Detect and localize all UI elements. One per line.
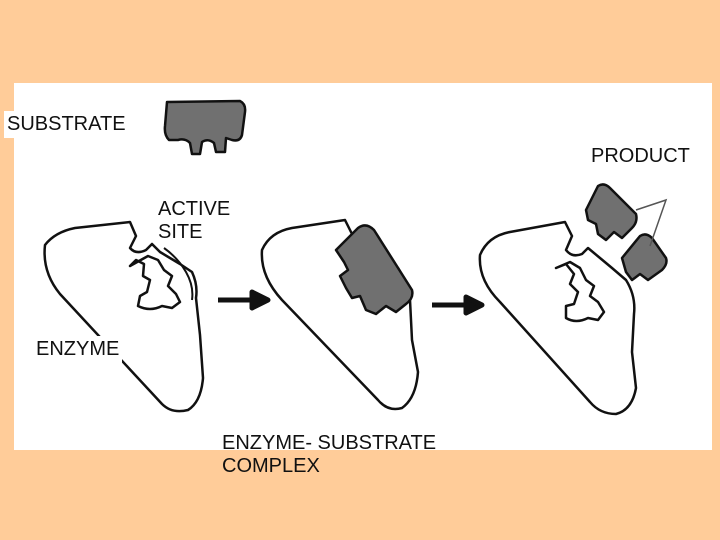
product-1-shape <box>584 183 638 242</box>
enzyme-label: ENZYME <box>33 336 123 363</box>
active-site-label: ACTIVE SITE <box>158 198 231 243</box>
product-pointer <box>635 198 668 247</box>
enzyme-2-shape <box>260 218 420 411</box>
enzyme-substrate-complex-label: ENZYME- SUBSTRATE COMPLEX <box>222 432 437 477</box>
product-label: PRODUCT <box>591 145 690 167</box>
product-2-shape <box>620 233 668 282</box>
complex-substrate-shape <box>334 224 414 316</box>
reaction-arrow-2 <box>432 294 485 316</box>
substrate-shape <box>163 99 247 156</box>
active-site-outline <box>163 247 194 301</box>
enzyme-1-shape <box>43 220 205 413</box>
enzyme-3-shape <box>478 220 638 416</box>
substrate-label: SUBSTRATE <box>4 111 129 138</box>
reaction-arrow-1 <box>218 289 271 311</box>
